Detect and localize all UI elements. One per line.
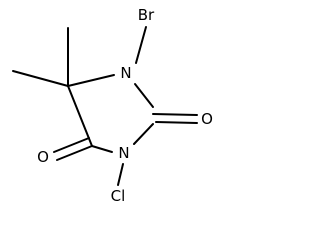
bond-c2-o-double bbox=[152, 113, 198, 116]
bond-n1-c2 bbox=[134, 83, 154, 108]
bond-c4-o-double bbox=[53, 137, 90, 153]
bond-c2-o-single bbox=[155, 121, 198, 124]
atom-nitrogen-3: N bbox=[118, 144, 129, 162]
chemical-structure: Br N O N O Cl bbox=[12, 6, 213, 205]
bond-c4-c5 bbox=[67, 85, 93, 147]
bond-c4-o-single bbox=[56, 145, 93, 161]
bond-n3-cl bbox=[117, 163, 124, 186]
atom-bromine: Br bbox=[138, 6, 155, 24]
bond-c5-n1 bbox=[67, 74, 115, 87]
atom-oxygen-carbonyl-right: O bbox=[201, 110, 213, 128]
atom-oxygen-carbonyl-left: O bbox=[37, 148, 49, 166]
bond-c5-methyl-left bbox=[12, 70, 69, 87]
bond-n3-c4 bbox=[91, 145, 113, 153]
bond-br-n1 bbox=[135, 26, 147, 64]
bond-c2-n3 bbox=[133, 123, 154, 145]
atom-chlorine: Cl bbox=[111, 187, 126, 205]
atom-nitrogen-1: N bbox=[120, 64, 131, 82]
